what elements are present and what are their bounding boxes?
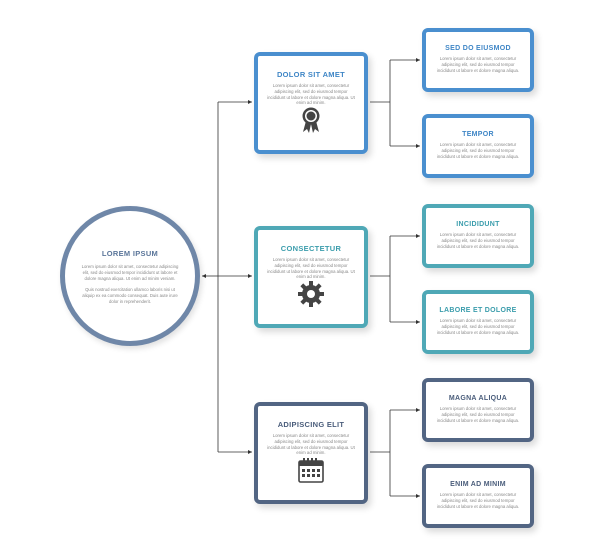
leaf-title: TEMPOR xyxy=(462,131,494,138)
node-title: CONSECTETUR xyxy=(280,244,342,253)
leaf-tempor: TEMPOR Lorem ipsum dolor sit amet, conse… xyxy=(422,114,534,178)
leaf-enim-ad-minim: ENIM AD MINIM Lorem ipsum dolor sit amet… xyxy=(422,464,534,528)
leaf-body: Lorem ipsum dolor sit amet, consectetur … xyxy=(436,232,520,249)
node-title: ADIPISCING ELIT xyxy=(277,420,345,429)
node-title: DOLOR SIT AMET xyxy=(276,70,346,79)
leaf-incididunt: INCIDIDUNT Lorem ipsum dolor sit amet, c… xyxy=(422,204,534,268)
leaf-body: Lorem ipsum dolor sit amet, consectetur … xyxy=(436,492,520,509)
award-ribbon-icon xyxy=(300,107,322,138)
root-node: LOREM IPSUM Lorem ipsum dolor sit amet, … xyxy=(60,206,200,346)
leaf-sed-do-eiusmod: SED DO EIUSMOD Lorem ipsum dolor sit ame… xyxy=(422,28,534,92)
leaf-body: Lorem ipsum dolor sit amet, consectetur … xyxy=(436,56,520,73)
root-body: Lorem ipsum dolor sit amet, consectetur … xyxy=(81,264,179,281)
node-body: Lorem ipsum dolor sit amet, consectetur … xyxy=(267,257,355,280)
leaf-title: LABORE ET DOLORE xyxy=(439,307,517,314)
leaf-title: ENIM AD MINIM xyxy=(450,481,506,488)
node-dolor-sit-amet: DOLOR SIT AMET Lorem ipsum dolor sit ame… xyxy=(254,52,368,154)
node-body: Lorem ipsum dolor sit amet, consectetur … xyxy=(267,83,355,106)
leaf-body: Lorem ipsum dolor sit amet, consectetur … xyxy=(436,318,520,335)
gear-icon xyxy=(298,281,324,312)
leaf-labore-et-dolore: LABORE ET DOLORE Lorem ipsum dolor sit a… xyxy=(422,290,534,354)
leaf-title: INCIDIDUNT xyxy=(456,221,500,228)
leaf-body: Lorem ipsum dolor sit amet, consectetur … xyxy=(436,406,520,423)
leaf-magna-aliqua: MAGNA ALIQUA Lorem ipsum dolor sit amet,… xyxy=(422,378,534,442)
node-body: Lorem ipsum dolor sit amet, consectetur … xyxy=(267,433,355,456)
leaf-body: Lorem ipsum dolor sit amet, consectetur … xyxy=(436,142,520,159)
root-title: LOREM IPSUM xyxy=(101,249,159,258)
root-body-secondary: Quis nostrud exercitation ullamco labori… xyxy=(82,287,178,304)
leaf-title: MAGNA ALIQUA xyxy=(448,395,508,402)
calendar-icon xyxy=(298,457,324,488)
node-adipiscing-elit: ADIPISCING ELIT Lorem ipsum dolor sit am… xyxy=(254,402,368,504)
leaf-title: SED DO EIUSMOD xyxy=(445,45,511,52)
node-consectetur: CONSECTETUR Lorem ipsum dolor sit amet, … xyxy=(254,226,368,328)
